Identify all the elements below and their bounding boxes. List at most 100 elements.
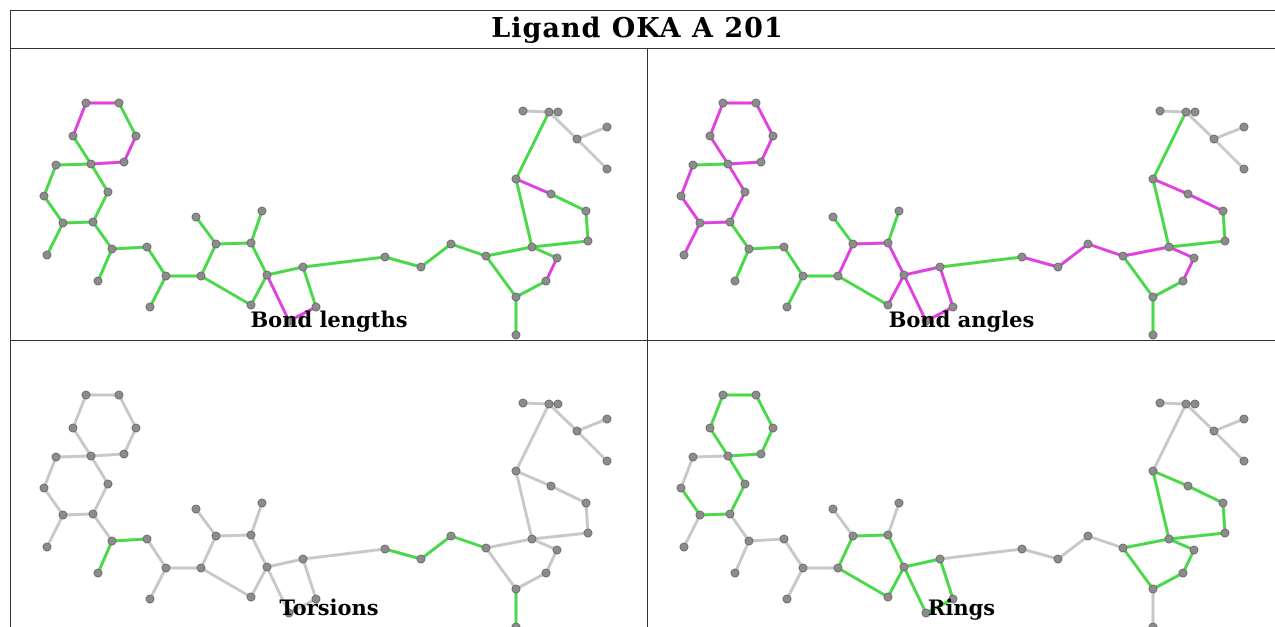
bond-6 xyxy=(89,455,110,485)
atom-25 xyxy=(894,498,904,508)
atom-2 xyxy=(119,449,129,459)
atom-25 xyxy=(257,498,267,508)
atom-45 xyxy=(602,164,612,174)
bond-29 xyxy=(902,566,928,614)
atom-9 xyxy=(676,483,686,493)
atom-24 xyxy=(828,212,838,222)
atom-38 xyxy=(583,528,593,538)
bond-13 xyxy=(728,221,751,250)
bond-1 xyxy=(727,452,762,458)
bond-50 xyxy=(575,429,609,463)
atom-7 xyxy=(725,509,735,519)
atom-41 xyxy=(518,106,528,116)
atom-42 xyxy=(1190,107,1200,117)
bond-49 xyxy=(576,125,608,141)
atom-33 xyxy=(541,568,551,578)
bond-45 xyxy=(1151,403,1188,472)
atom-44 xyxy=(1239,122,1249,132)
bond-19 xyxy=(836,535,855,569)
atom-24 xyxy=(828,504,838,514)
atom-5 xyxy=(81,98,91,108)
atom-15 xyxy=(161,563,171,573)
bond-13 xyxy=(91,513,114,542)
bond-27 xyxy=(938,558,955,600)
atom-38 xyxy=(1220,528,1230,538)
atom-18 xyxy=(883,530,893,540)
atom-28 xyxy=(1053,554,1063,564)
atom-31 xyxy=(527,242,537,252)
panel-bond-lengths: Bond lengths xyxy=(11,49,647,340)
bond-24 xyxy=(249,274,269,306)
row-divider xyxy=(10,340,1275,341)
bond-7 xyxy=(91,483,110,515)
bond-23 xyxy=(886,242,906,276)
atom-7 xyxy=(88,509,98,519)
atom-17 xyxy=(848,239,858,249)
bond-37 xyxy=(515,571,547,591)
bond-2 xyxy=(122,427,138,455)
bond-42 xyxy=(1187,484,1224,505)
bond-25 xyxy=(837,274,889,307)
atom-0 xyxy=(705,423,715,433)
bond-31 xyxy=(1021,547,1059,561)
atom-16 xyxy=(833,271,843,281)
bond-23 xyxy=(886,534,906,568)
atom-13 xyxy=(779,242,789,252)
atom-12 xyxy=(744,244,754,254)
atom-19 xyxy=(262,270,272,280)
atom-20 xyxy=(883,300,893,310)
atom-31 xyxy=(1164,534,1174,544)
bond-43 xyxy=(584,502,590,534)
atom-16 xyxy=(196,271,206,281)
bond-14 xyxy=(111,245,148,251)
atom-17 xyxy=(848,531,858,541)
bond-34 xyxy=(485,537,533,550)
bond-2 xyxy=(759,135,775,163)
bond-34 xyxy=(1122,537,1170,550)
bond-25 xyxy=(837,566,889,599)
bond-18 xyxy=(785,567,805,600)
bond-44 xyxy=(1168,239,1226,249)
bond-6 xyxy=(726,163,747,193)
atom-39 xyxy=(511,330,521,340)
bond-44 xyxy=(531,239,589,249)
atom-7 xyxy=(725,217,735,227)
atom-36 xyxy=(1183,189,1193,199)
bond-0 xyxy=(71,135,93,165)
atom-20 xyxy=(246,592,256,602)
frame-top-border xyxy=(10,10,1275,11)
bond-22 xyxy=(249,502,264,536)
bond-3 xyxy=(754,102,775,137)
atom-30 xyxy=(1118,543,1128,553)
bond-15 xyxy=(733,540,751,574)
bond-21 xyxy=(852,533,889,538)
bond-33 xyxy=(450,534,487,550)
bond-9 xyxy=(679,195,702,224)
atom-15 xyxy=(161,271,171,281)
bond-14 xyxy=(748,245,785,251)
atom-35 xyxy=(1148,466,1158,476)
atom-41 xyxy=(1155,106,1165,116)
atom-45 xyxy=(1239,164,1249,174)
atom-19 xyxy=(899,270,909,280)
atom-27 xyxy=(380,252,390,262)
atom-14 xyxy=(730,276,740,286)
molecule-rings xyxy=(676,390,1249,627)
atom-33 xyxy=(1178,276,1188,286)
bond-11 xyxy=(692,162,729,167)
panel-torsions: Torsions xyxy=(11,341,647,627)
atom-2 xyxy=(756,449,766,459)
atom-12 xyxy=(107,244,117,254)
atom-9 xyxy=(676,191,686,201)
bond-9 xyxy=(42,487,65,516)
atom-14 xyxy=(93,568,103,578)
atom-34 xyxy=(1148,292,1158,302)
bond-7 xyxy=(728,191,747,223)
atom-6 xyxy=(103,187,113,197)
atom-15 xyxy=(798,563,808,573)
bond-48 xyxy=(1184,402,1216,433)
atom-10 xyxy=(688,452,698,462)
atom-36 xyxy=(546,189,556,199)
bond-40 xyxy=(1151,470,1171,540)
bond-32 xyxy=(1057,242,1089,269)
